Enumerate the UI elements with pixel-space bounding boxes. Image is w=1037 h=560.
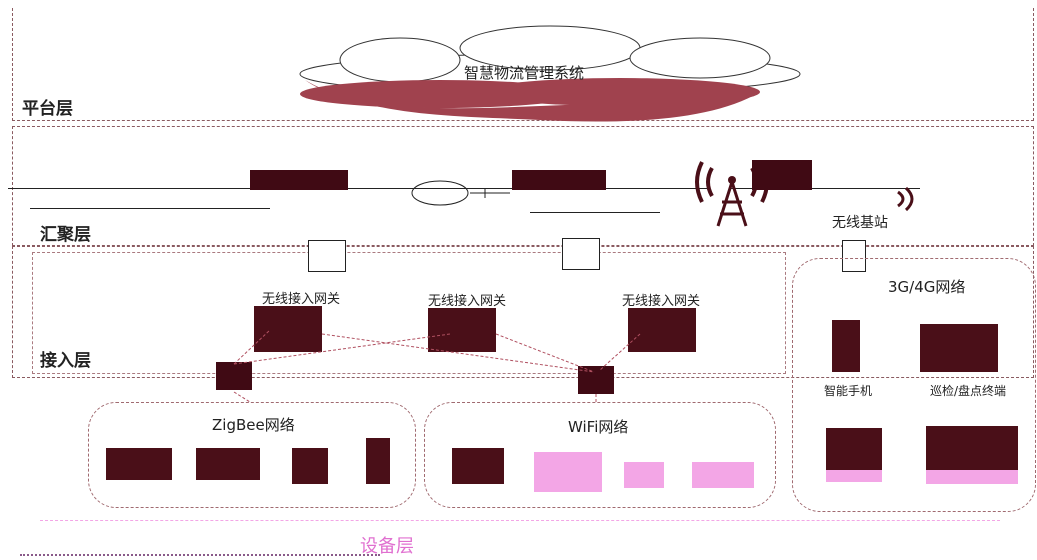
cellular-device-1-base [826,470,882,482]
wifi-network-box [424,402,776,508]
cellular-device-1 [826,428,882,476]
access-link-right [562,238,600,270]
cloud-title: 智慧物流管理系统 [464,64,585,82]
cellular-network-box [792,258,1036,512]
access-link-station [842,240,866,272]
link [599,333,641,371]
cellular-device-2-base [926,470,1018,484]
platform-layer-box [12,8,1034,121]
link [495,333,595,373]
gateway-3 [628,308,696,352]
smartphone-label: 智能手机 [824,384,873,398]
zigbee-network-title: ZigBee网络 [212,416,295,434]
inspection-terminal-icon [920,324,998,372]
wifi-device-1 [452,448,504,484]
smartphone-icon [832,320,860,372]
link [233,333,451,365]
base-station-box [752,160,812,190]
connector-right [578,366,614,394]
wifi-device-2 [534,452,602,492]
access-layer-label: 接入层 [40,351,91,371]
base-station-label: 无线基站 [832,215,888,231]
gateway-label-1: 无线接入网关 [262,292,341,307]
switch-line-left [30,208,270,209]
link [233,329,271,365]
backbone-line-right [730,188,920,189]
zigbee-device-3 [292,448,328,484]
zigbee-device-1 [106,448,172,480]
access-link-left [308,240,346,272]
device-layer-bottom-line [20,554,380,556]
backbone-line [8,188,708,189]
gateway-label-2: 无线接入网关 [428,294,507,309]
switch-line [530,212,660,213]
signal-icon [897,186,914,212]
server-right [512,170,606,190]
aggregation-layer-box [12,126,1034,246]
gateway-1 [254,306,322,352]
access-layer-box [12,246,1034,378]
zigbee-network-box [88,402,416,508]
link [233,391,251,403]
aggregation-layer-label: 汇聚层 [40,225,91,245]
zigbee-device-4 [366,438,390,484]
wifi-device-3 [624,462,664,488]
link [321,333,595,373]
access-inner-box [32,252,786,374]
cellular-network-title: 3G/4G网络 [888,278,966,296]
device-layer-label: 设备层 [360,536,414,557]
device-layer-line [40,520,1000,521]
wifi-network-title: WiFi网络 [568,418,629,436]
inspection-terminal-label: 巡检/盘点终端 [930,384,1007,398]
platform-layer-label: 平台层 [22,99,73,119]
wifi-device-4 [692,462,754,488]
zigbee-device-2 [196,448,260,480]
server-left [250,170,348,190]
cloud-icon [299,25,801,122]
gateway-2 [428,308,496,352]
connector-left [216,362,252,390]
cellular-device-2 [926,426,1018,474]
gateway-label-3: 无线接入网关 [622,294,701,309]
router-icon [411,180,510,206]
